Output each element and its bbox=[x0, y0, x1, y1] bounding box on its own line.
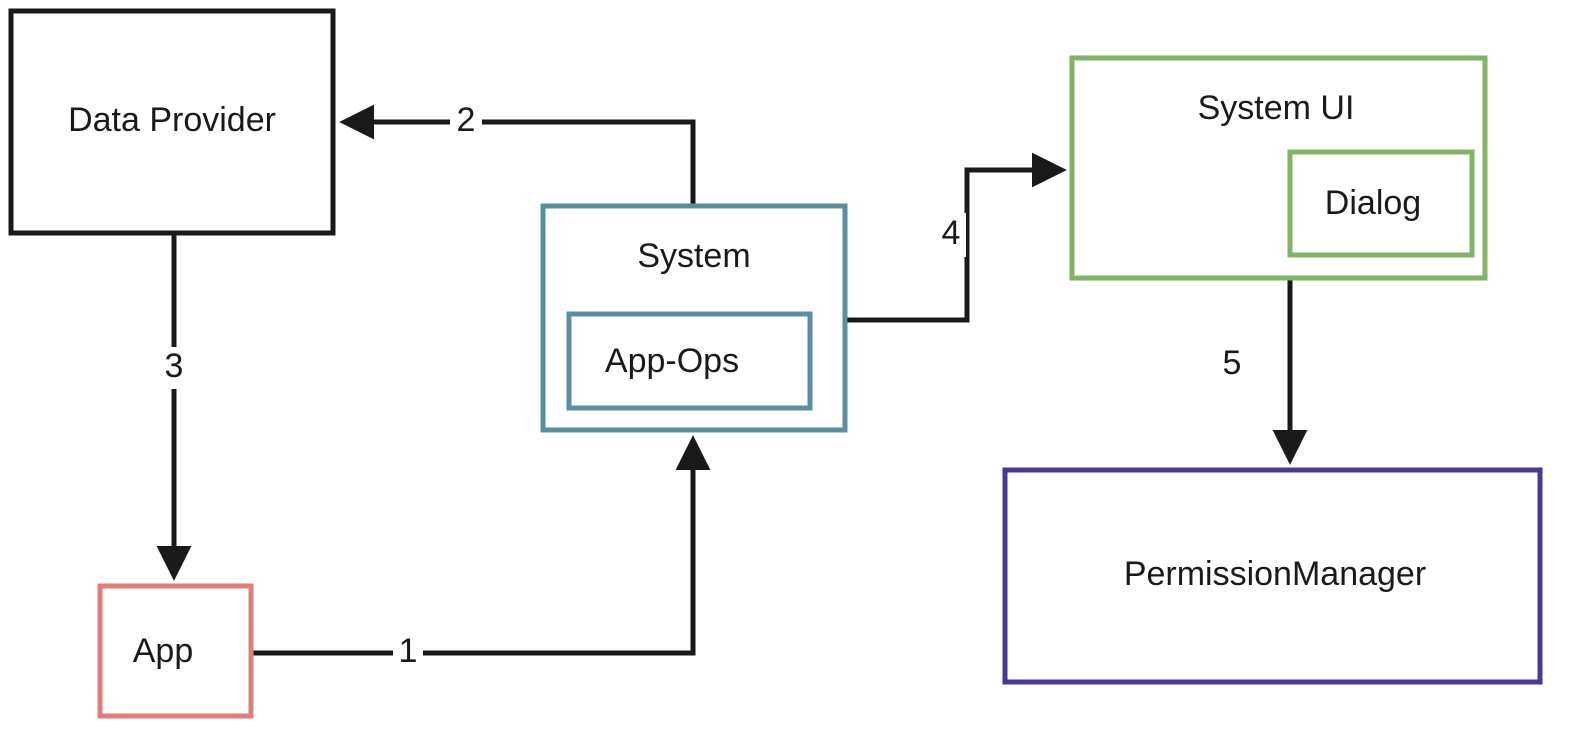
edge-label-2: 2 bbox=[457, 101, 476, 139]
edge-label-group-4: 4 bbox=[936, 213, 966, 257]
edge-label-group-2: 2 bbox=[450, 101, 482, 142]
edge-labels-layer: 1 2 3 4 5 bbox=[156, 101, 1241, 673]
node-app-ops[interactable]: App-Ops bbox=[566, 311, 813, 411]
node-app[interactable]: App bbox=[97, 583, 254, 719]
node-permission-manager[interactable]: PermissionManager bbox=[1002, 467, 1543, 685]
node-label-system-ui: System UI bbox=[1198, 89, 1355, 127]
edge-label-group-5: 5 bbox=[1223, 344, 1242, 382]
node-data-provider[interactable]: Data Provider bbox=[8, 8, 336, 236]
edge-label-4: 4 bbox=[942, 214, 961, 252]
edge-label-1: 1 bbox=[399, 632, 418, 670]
edge-label-5: 5 bbox=[1223, 344, 1242, 382]
edge-4 bbox=[845, 152, 1067, 323]
edge-label-halo-2 bbox=[450, 102, 482, 142]
node-box-app bbox=[97, 583, 254, 719]
node-box-data-provider bbox=[8, 8, 336, 236]
node-box-dialog bbox=[1287, 149, 1475, 258]
node-label-data-provider: Data Provider bbox=[68, 101, 276, 139]
edge-label-halo-3 bbox=[156, 347, 192, 389]
node-label-permission-manager: PermissionManager bbox=[1124, 555, 1426, 593]
node-box-app-ops bbox=[566, 311, 813, 411]
node-dialog[interactable]: Dialog bbox=[1287, 149, 1475, 258]
edge-label-group-1: 1 bbox=[393, 632, 423, 673]
edge-label-halo-4 bbox=[936, 213, 966, 257]
edge-label-halo-1 bbox=[393, 633, 423, 673]
node-label-app-ops: App-Ops bbox=[605, 342, 739, 380]
node-label-app: App bbox=[133, 632, 194, 670]
node-box-permission-manager bbox=[1002, 467, 1543, 685]
edge-label-3: 3 bbox=[165, 347, 184, 385]
node-label-system: System bbox=[637, 237, 750, 275]
edge-2 bbox=[339, 104, 696, 206]
edge-label-group-3: 3 bbox=[156, 347, 192, 389]
edge-1 bbox=[251, 435, 711, 656]
node-label-dialog: Dialog bbox=[1325, 184, 1421, 222]
